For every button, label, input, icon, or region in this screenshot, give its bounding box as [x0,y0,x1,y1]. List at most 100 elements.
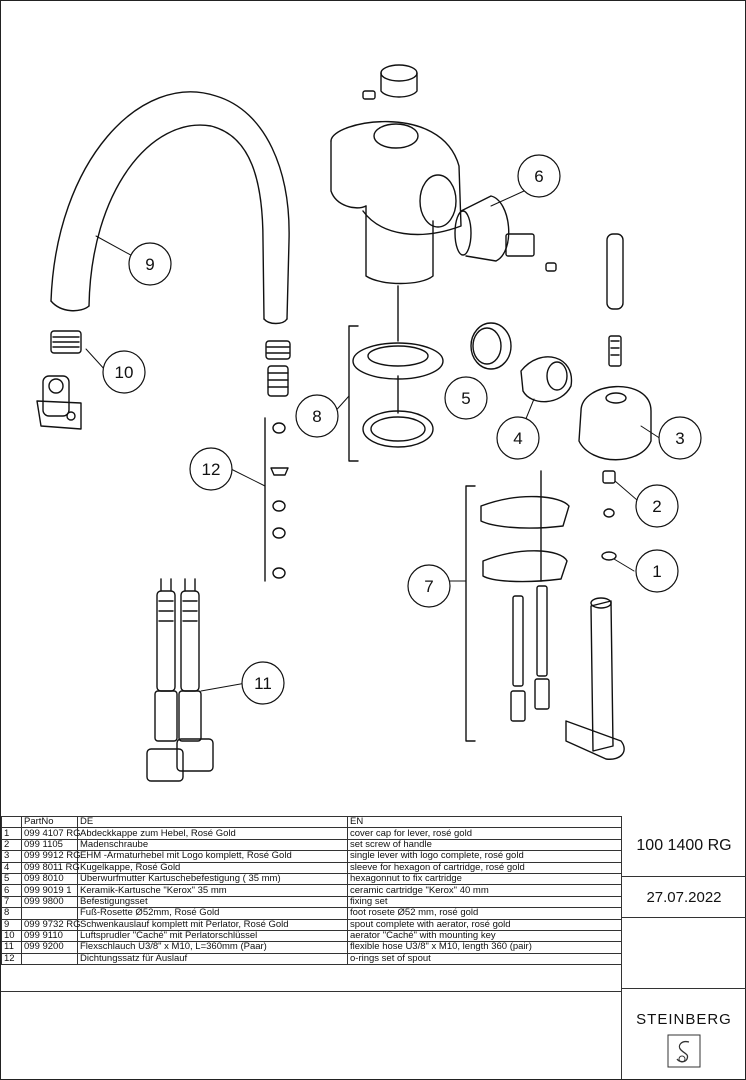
foot-rosette-drawing [348,285,444,462]
set-screw-and-cap-drawing [601,470,617,561]
row-partno [21,907,78,920]
row-index: 4 [1,861,22,874]
lever-drawing [578,233,652,461]
row-en: spout complete with aerator, rosé gold [347,918,622,931]
row-de: EHM -Armaturhebel mit Logo komplett, Ros… [77,850,348,863]
row-en: cover cap for lever, rosé gold [347,827,622,840]
svg-text:3: 3 [675,429,684,448]
callout-12: 12 [189,447,233,491]
o-ring-stack-drawing [264,340,291,582]
row-de: Überwurfmutter Kartuschebefestigung ( 35… [77,872,348,886]
row-index: 8 [1,907,22,920]
row-en: fixing set [347,895,622,909]
row-index: 5 [1,872,22,886]
row-de: Dichtungssatz für Auslauf [77,952,348,966]
callout-2: 2 [635,484,679,528]
svg-text:6: 6 [534,167,543,186]
row-en: flexible hose Ü3/8" x M10, length 360 (p… [347,941,622,954]
row-en: hexagonnut to fix cartridge [347,872,622,886]
flexible-hoses-drawing [146,578,214,782]
callout-1: 1 [635,549,679,593]
row-partno: 099 9912 RG [21,850,81,863]
steinberg-logo-icon [667,1034,701,1068]
callout-4: 4 [496,416,540,460]
svg-text:2: 2 [652,497,661,516]
article-number: 100 1400 RG [622,816,746,877]
svg-text:12: 12 [202,460,221,479]
svg-text:10: 10 [115,363,134,382]
row-de: Flexschlauch Ü3/8" x M10, L=360mm (Paar) [77,941,348,954]
callout-11: 11 [241,661,285,705]
callout-3: 3 [658,416,702,460]
row-partno: 099 9800 [21,895,78,909]
svg-text:8: 8 [312,407,321,426]
spout-drawing [50,91,290,325]
row-partno: 099 8011 RG [21,861,80,874]
callout-5: 5 [444,376,488,420]
leader-lines [85,190,662,692]
row-en: aerator "Caché" with mounting key [347,929,622,943]
row-index: 10 [1,929,22,943]
callout-9: 9 [128,242,172,286]
row-de: Abdeckkappe zum Hebel, Rosé Gold [77,827,348,840]
row-index: 9 [1,918,22,931]
cartridge-drawing [454,195,557,272]
callout-10: 10 [102,350,146,394]
brand-logo: STEINBERG [622,989,746,1079]
svg-text:1: 1 [652,562,661,581]
row-en: ceramic cartridge "Kerox" 40 mm [347,884,622,897]
svg-text:7: 7 [424,577,433,596]
brand-name: STEINBERG [636,1011,732,1028]
row-index: 7 [1,895,22,909]
row-partno: 099 9732 RG [21,918,81,931]
row-en: set screw of handle [347,838,622,852]
row-partno: 099 8010 [21,872,78,886]
row-partno: 099 9200 [21,941,78,954]
row-de: Schwenkauslauf komplett mit Perlator, Ro… [77,918,348,931]
svg-text:11: 11 [254,674,272,693]
table-header-row: PartNo DE EN [1,815,622,829]
row-de: Befestigungsset [77,895,348,909]
row-de: Luftsprudler "Caché" mit Perlatorschlüss… [77,929,348,943]
row-index: 11 [1,941,22,954]
svg-text:5: 5 [461,389,470,408]
blank-cell [622,918,746,989]
header-partno: PartNo [21,815,78,829]
hex-nut-and-sleeve-drawing [470,322,573,403]
document-date: 27.07.2022 [622,877,746,918]
fixing-set-drawing [465,470,625,760]
row-index: 3 [1,850,22,863]
faucet-body-drawing [330,64,462,285]
row-de: Fuß-Rosette Ø52mm, Rosé Gold [77,907,348,920]
svg-text:9: 9 [145,255,154,274]
row-de: Keramik-Kartusche "Kerox" 35 mm [77,884,348,897]
row-partno: 099 9110 [21,929,78,943]
row-de: Kugelkappe, Rosé Gold [77,861,348,874]
row-index: 1 [1,827,22,840]
row-en: foot rosete Ø52 mm, rosé gold [347,907,622,920]
row-index: 2 [1,838,22,852]
aerator-drawing [36,330,82,430]
row-en: single lever with logo complete, rosé go… [347,850,622,863]
header-de: DE [77,815,348,829]
header-index [1,815,22,829]
row-partno: 099 9019 1 [21,884,78,897]
exploded-drawing: 1 2 3 4 5 6 7 8 9 10 11 12 [36,64,702,782]
row-de: Madenschraube [77,838,348,852]
title-block: 100 1400 RG 27.07.2022 STEINBERG [621,816,746,1079]
row-partno: 099 4107 RG [21,827,81,840]
svg-text:4: 4 [513,429,522,448]
